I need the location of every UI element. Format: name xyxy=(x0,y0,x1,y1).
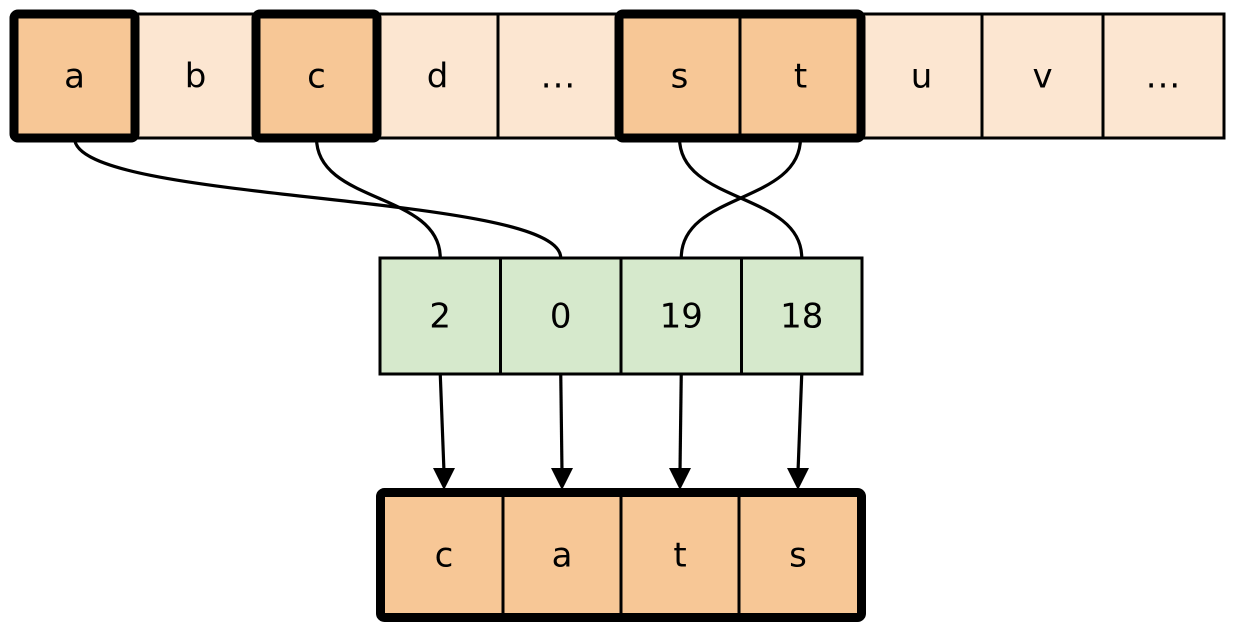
gather-arrows xyxy=(433,373,809,490)
output-cell-t[interactable] xyxy=(621,497,739,613)
alphabet-row-fills xyxy=(14,14,1224,138)
output-cell-c[interactable] xyxy=(385,497,503,613)
output-row-border[interactable] xyxy=(376,488,866,622)
arrow-index-3-to-output-3-line xyxy=(796,373,804,473)
connector-c-to-index-0 xyxy=(314,137,442,259)
alphabet-cell-d[interactable] xyxy=(377,14,498,138)
alphabet-cell-s[interactable] xyxy=(619,14,740,138)
index-cell-2[interactable] xyxy=(619,256,743,376)
alphabet-cell-u[interactable] xyxy=(861,14,982,138)
connector-t-to-index-2 xyxy=(679,137,803,259)
arrow-index-0-to-output-0-line xyxy=(438,373,446,473)
alphabet-cell-ellipsis-4[interactable] xyxy=(498,14,619,138)
index-cell-1[interactable] xyxy=(499,256,623,376)
arrow-index-1-to-output-1-line xyxy=(559,373,564,473)
index-cell-0[interactable] xyxy=(378,256,502,376)
alphabet-cell-c[interactable] xyxy=(256,14,377,138)
alphabet-cell-v[interactable] xyxy=(982,14,1103,138)
output-row-grid xyxy=(501,497,741,613)
arrow-index-3-to-output-3 xyxy=(787,373,809,490)
index-cell-3[interactable] xyxy=(740,256,864,376)
arrow-index-3-to-output-3-head xyxy=(787,468,809,490)
alphabet-cell-border-9 xyxy=(1101,12,1226,140)
arrow-index-1-to-output-1 xyxy=(551,373,573,490)
arrow-index-2-to-output-2 xyxy=(669,373,691,490)
output-row-fills xyxy=(385,497,857,613)
arrow-index-2-to-output-2-head xyxy=(669,468,691,490)
output-cell-s[interactable] xyxy=(739,497,857,613)
index-row-cells xyxy=(378,256,864,376)
arrow-index-0-to-output-0-head xyxy=(433,468,455,490)
output-row-outline xyxy=(376,488,866,622)
highlight-st[interactable] xyxy=(614,9,866,143)
arrow-index-2-to-output-2-line xyxy=(678,373,683,473)
output-cell-a[interactable] xyxy=(503,497,621,613)
alphabet-cell-ellipsis-9[interactable] xyxy=(1103,14,1224,138)
connector-curves xyxy=(72,137,804,259)
arrow-index-1-to-output-1-head xyxy=(551,468,573,490)
alphabet-cell-a[interactable] xyxy=(14,14,135,138)
connector-a-to-index-1 xyxy=(72,137,563,259)
alphabet-cell-t[interactable] xyxy=(740,14,861,138)
alphabet-cell-b[interactable] xyxy=(135,14,256,138)
arrow-index-0-to-output-0 xyxy=(433,373,455,490)
